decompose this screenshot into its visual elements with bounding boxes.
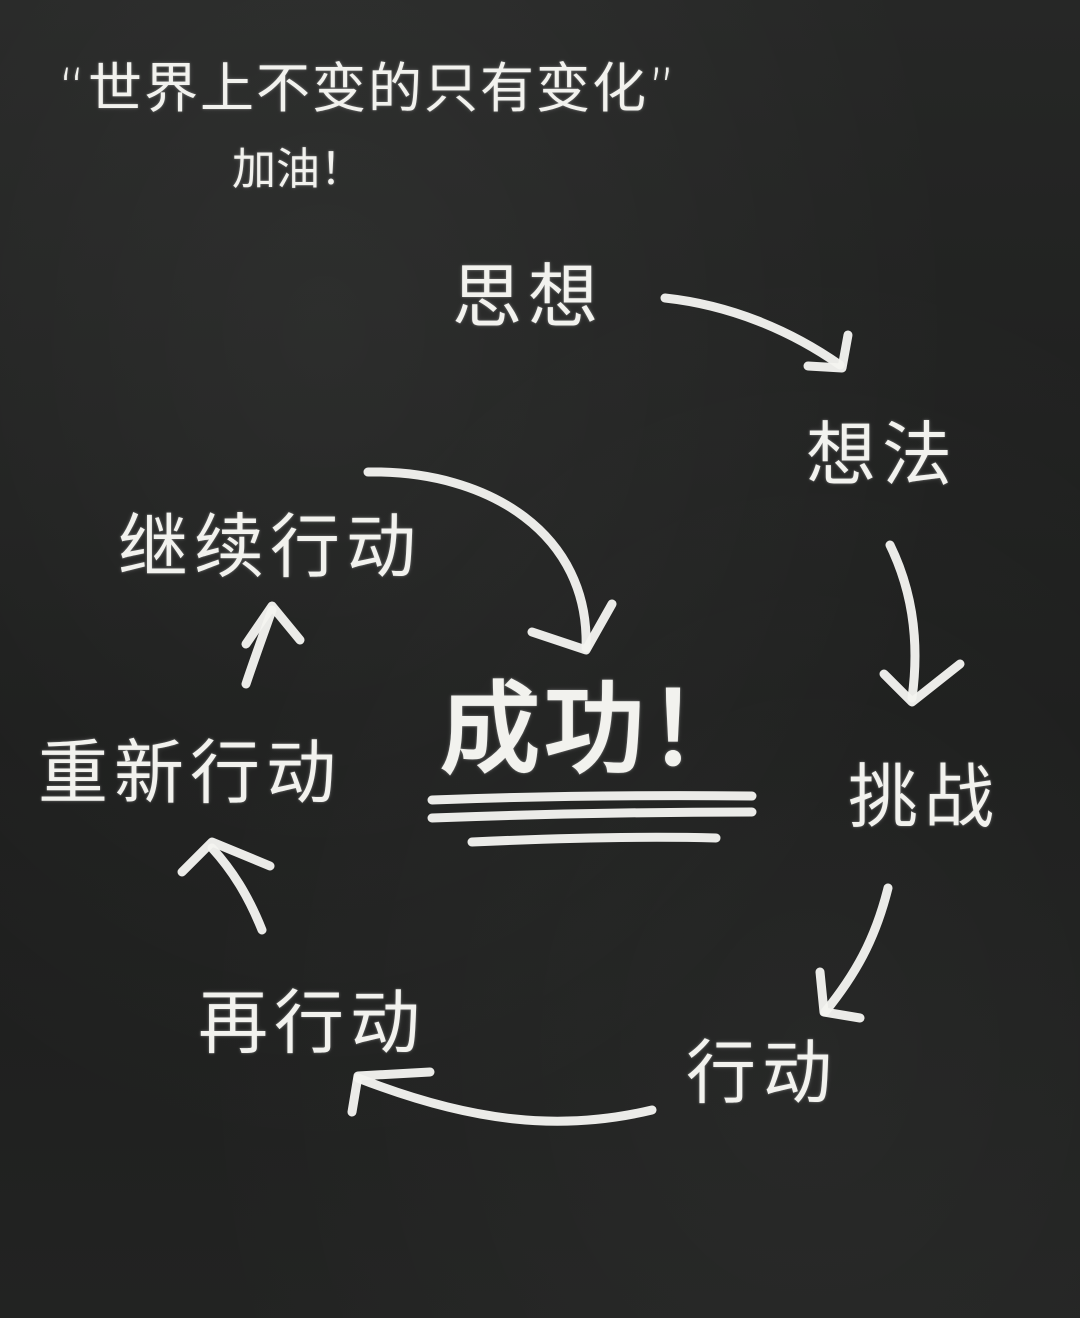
quote-text: “世界上不变的只有变化” (58, 57, 678, 120)
arrow-challenge-to-action (820, 883, 893, 1017)
arrow-thought-to-idea (660, 293, 845, 370)
arrow-head-4 (347, 1067, 435, 1117)
arrow-act-again-to-act-anew (207, 843, 267, 935)
node-idea: 想法 (806, 414, 958, 496)
arrow-action-to-act-again (353, 1073, 657, 1126)
arrow-head-6 (241, 601, 305, 649)
center-success: 成功！ (440, 671, 752, 788)
node-act-again: 再行动 (198, 982, 426, 1064)
underline-2 (427, 807, 757, 823)
node-challenge: 挑战 (848, 756, 1000, 838)
underline-1 (427, 791, 757, 805)
arrow-head-1 (803, 330, 853, 373)
node-act-anew: 重新行动 (38, 732, 342, 814)
arrow-keep-to-success (363, 467, 591, 653)
arrow-head-7 (527, 599, 617, 655)
arrow-head-2 (879, 659, 965, 707)
node-thought: 思想 (452, 256, 604, 338)
arrow-head-3 (815, 967, 865, 1023)
node-keep-acting: 继续行动 (118, 506, 422, 588)
arrow-head-5 (177, 837, 275, 877)
cheer-text: 加油！ (232, 144, 364, 195)
arrow-idea-to-challenge (885, 540, 920, 703)
node-action: 行动 (686, 1032, 838, 1114)
underline-3 (467, 832, 721, 847)
